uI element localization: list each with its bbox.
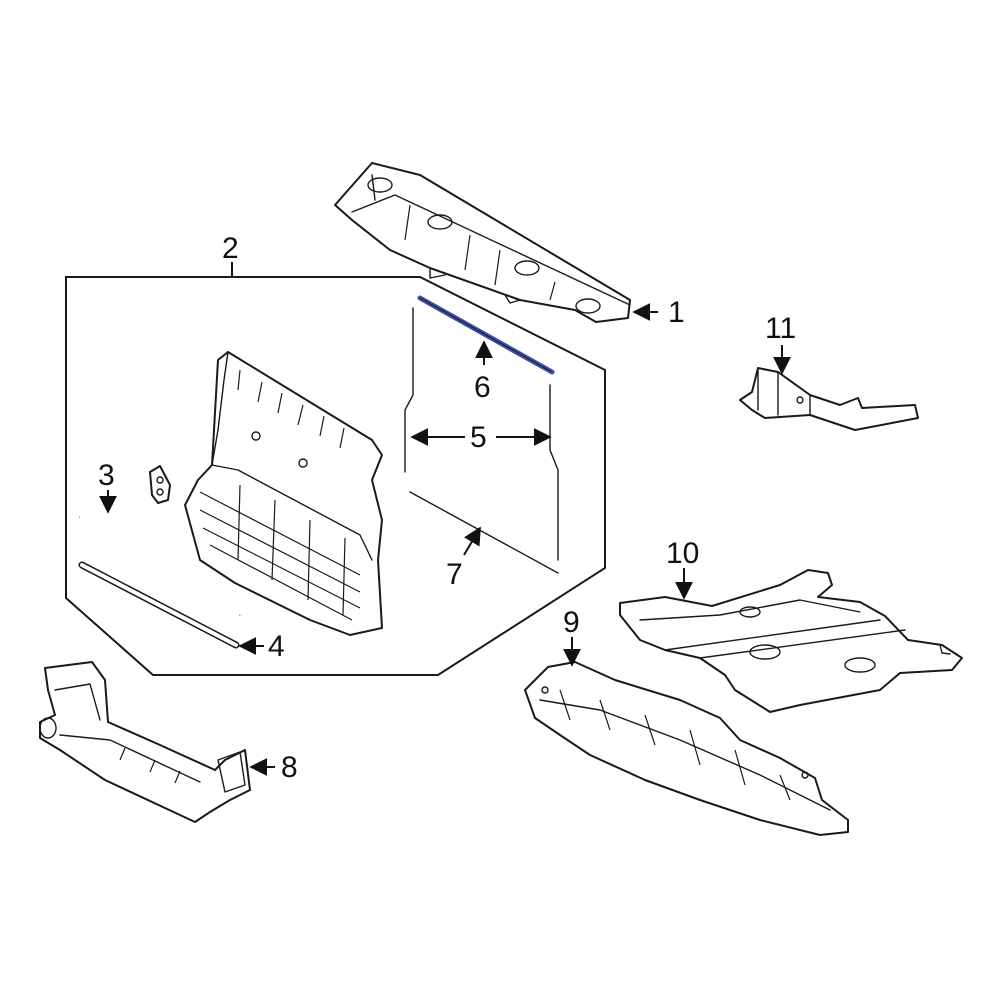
- callout-8: 8: [281, 751, 298, 784]
- callout-2: 2: [222, 232, 239, 265]
- part-3-seal-inner: [79, 509, 251, 617]
- part-clip-bracket[interactable]: [149, 465, 171, 504]
- assembly-2-frame: [65, 276, 606, 676]
- part-8-air-duct[interactable]: [39, 661, 251, 823]
- callout-1: 1: [668, 296, 685, 329]
- part-4-seal-inner: [80, 563, 238, 647]
- part-6-upper-seal-outline: [419, 297, 553, 373]
- callout-5: 5: [470, 421, 487, 454]
- callout-9: 9: [563, 606, 580, 639]
- callout-11: 11: [765, 312, 796, 345]
- part-9-front-undercover[interactable]: [524, 661, 849, 836]
- part-5-side-seals[interactable]: [404, 307, 559, 561]
- part-1-radiator-upper-cover[interactable]: [334, 162, 631, 323]
- callout-10: 10: [666, 537, 699, 570]
- part-7-lower-seal[interactable]: [409, 491, 559, 574]
- part-11-bracket[interactable]: [739, 367, 919, 431]
- callout-7: 7: [446, 558, 463, 591]
- part-2-radiator-shroud[interactable]: [184, 351, 383, 636]
- part-10-rear-undercover[interactable]: [619, 569, 963, 713]
- callout-6: 6: [474, 371, 491, 404]
- callout-4: 4: [268, 630, 285, 663]
- callout-3: 3: [98, 459, 115, 492]
- callout-7-leader: [463, 526, 481, 556]
